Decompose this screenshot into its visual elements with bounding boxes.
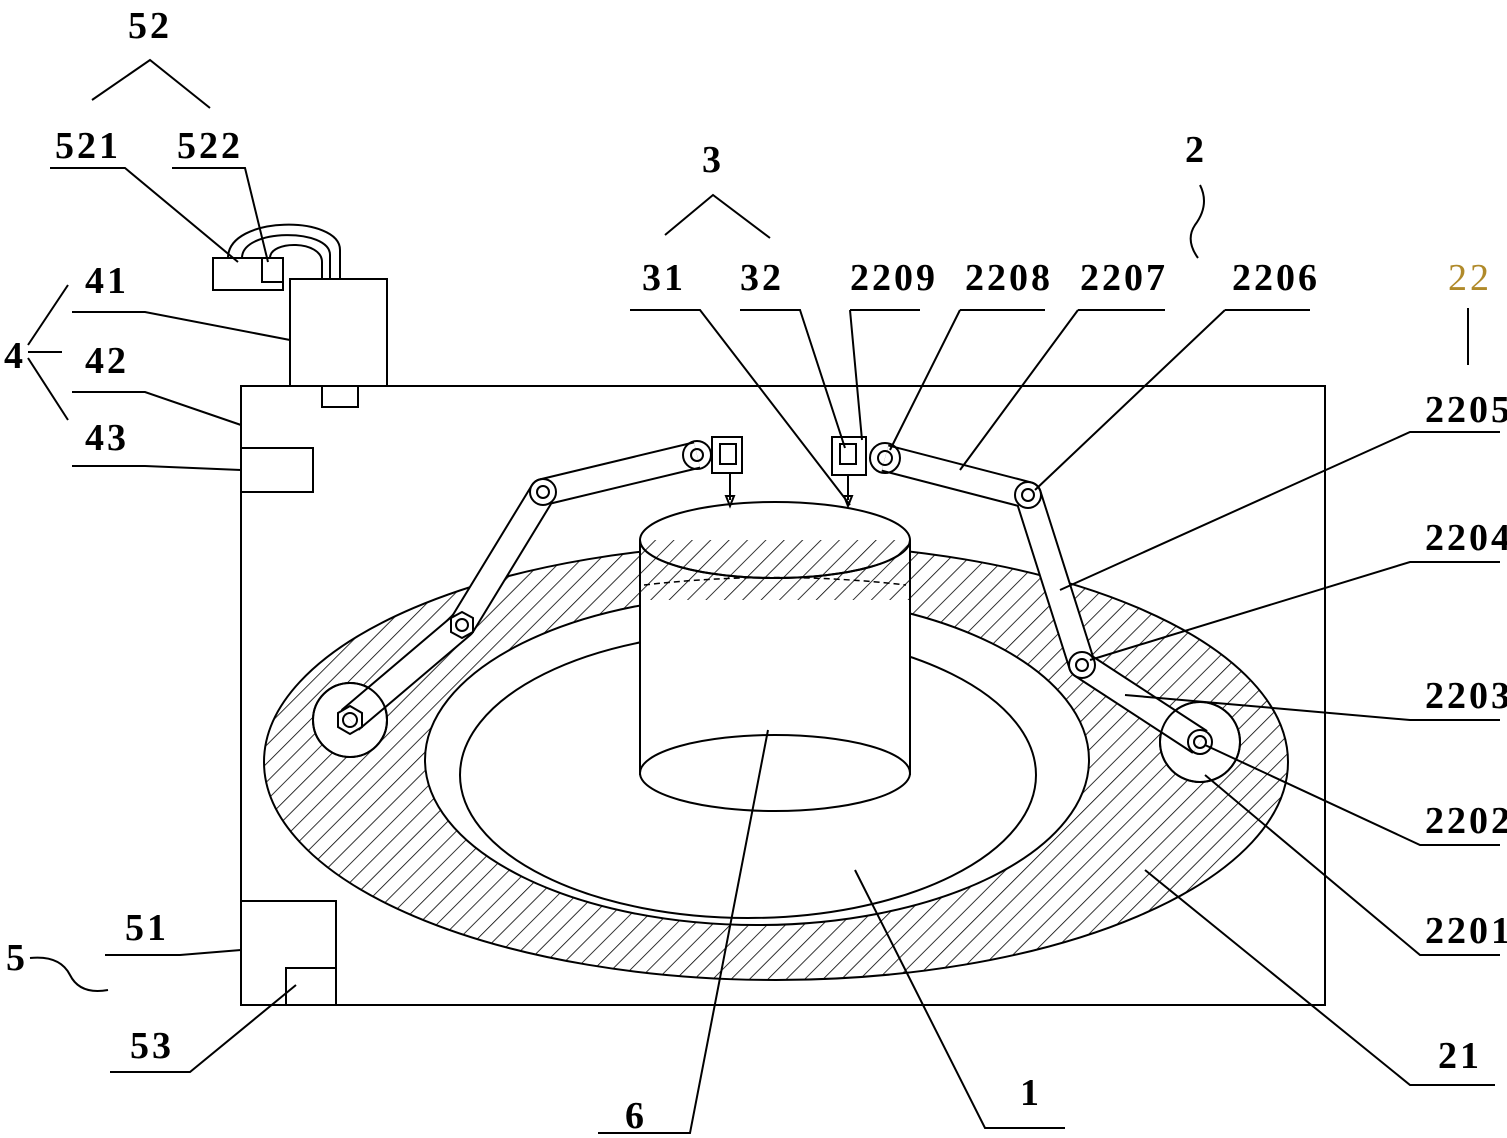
- device-51: [240, 900, 337, 1006]
- label-521: 521: [55, 125, 121, 167]
- label-2204: 2204: [1425, 517, 1507, 559]
- label-2209: 2209: [850, 257, 938, 299]
- label-4: 4: [4, 335, 26, 377]
- part-labels: 52 521 522 3 2 22 31 32 2209 2208 2207 2…: [4, 5, 1507, 1137]
- label-2207: 2207: [1080, 257, 1168, 299]
- label-22: 22: [1448, 257, 1492, 299]
- label-522: 522: [177, 125, 243, 167]
- right-arm: [831, 436, 1241, 783]
- label-2201: 2201: [1425, 910, 1507, 952]
- device-42-port: [321, 385, 359, 408]
- label-5: 5: [6, 937, 28, 979]
- device-41: [289, 278, 388, 387]
- label-2205: 2205: [1425, 389, 1507, 431]
- label-43: 43: [85, 417, 129, 459]
- label-42: 42: [85, 340, 129, 382]
- label-6: 6: [625, 1095, 647, 1137]
- label-41: 41: [85, 260, 129, 302]
- label-2208: 2208: [965, 257, 1053, 299]
- workpiece-bottom: [639, 734, 911, 812]
- device-521: [212, 257, 284, 291]
- label-21: 21: [1438, 1035, 1482, 1077]
- device-43: [240, 447, 314, 493]
- label-51: 51: [125, 907, 169, 949]
- label-2202: 2202: [1425, 800, 1507, 842]
- leader-lines: [27, 58, 1500, 1134]
- rail-ring: [262, 543, 1290, 981]
- device-522: [261, 257, 284, 283]
- label-52: 52: [128, 5, 172, 47]
- label-3: 3: [702, 139, 724, 181]
- label-53: 53: [130, 1025, 174, 1067]
- label-2: 2: [1185, 129, 1207, 171]
- label-1: 1: [1020, 1072, 1042, 1114]
- housing: [240, 385, 1326, 1006]
- label-2206: 2206: [1232, 257, 1320, 299]
- label-32: 32: [740, 257, 784, 299]
- device-53: [285, 967, 337, 1006]
- label-2203: 2203: [1425, 675, 1507, 717]
- label-31: 31: [642, 257, 686, 299]
- left-arm: [312, 436, 743, 758]
